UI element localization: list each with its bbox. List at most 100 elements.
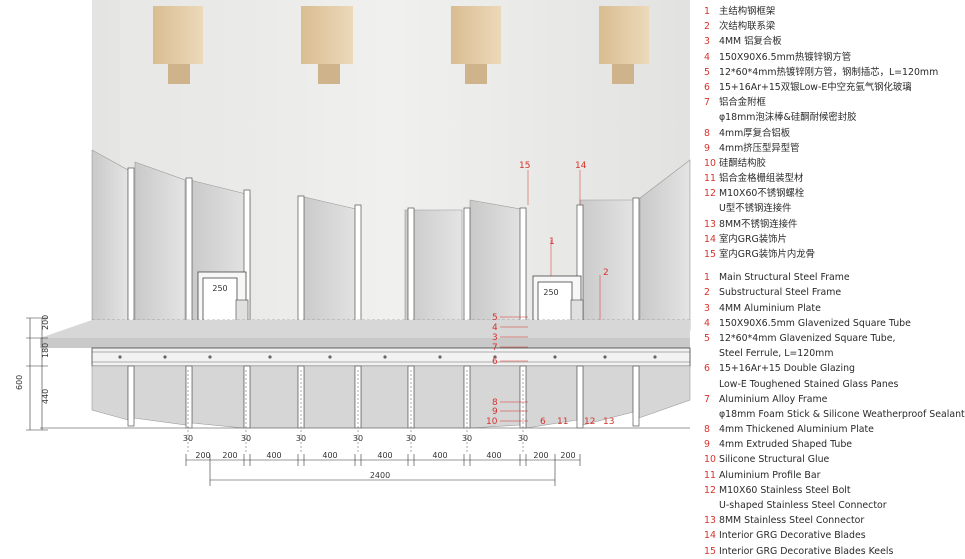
span-dim: 200 <box>222 451 237 460</box>
legend-number: 4 <box>704 51 710 63</box>
callout: 8 <box>492 398 498 408</box>
gap-dim: 30 <box>353 434 363 443</box>
legend-text: 15+16Ar+15 Double Glazing <box>719 363 855 375</box>
callout: 10 <box>486 417 498 427</box>
span-dim: 200 <box>533 451 548 460</box>
lower-mullions <box>127 365 640 429</box>
legend-text: Low-E Toughened Stained Glass Panes <box>719 378 899 390</box>
legend-item: 8 4mm厚复合铝板 <box>704 126 960 141</box>
legend-text: Steel Ferrule, L=120mm <box>719 348 834 360</box>
legend-number: 12 <box>704 484 716 496</box>
dim-180: 180 <box>41 343 50 358</box>
legend-text: Silicone Structural Glue <box>719 454 830 466</box>
legend-number: 10 <box>704 454 716 466</box>
gap-dim: 30 <box>406 434 416 443</box>
legend-text: Aluminium Alloy Frame <box>719 393 828 405</box>
legend-number: 13 <box>704 218 716 230</box>
legend-text: 8MM不锈钢连接件 <box>719 218 798 230</box>
slab-front <box>40 338 690 348</box>
ceiling-beam <box>599 6 649 84</box>
legend-number: 3 <box>704 302 710 314</box>
legend-item: φ18mm泡沫棒&硅酮耐候密封胶 <box>704 110 960 125</box>
callout-leaders <box>500 170 601 422</box>
callout: 14 <box>575 161 587 171</box>
gap-dim: 30 <box>462 434 472 443</box>
legend-number: 15 <box>704 545 716 557</box>
upper-glass-panels <box>91 149 691 331</box>
legend-text: Interior GRG Decorative Blades <box>719 530 866 542</box>
transom <box>91 347 691 367</box>
callout: 15 <box>519 161 530 171</box>
transom-bolts <box>118 355 657 359</box>
legend-number: 1 <box>704 272 710 284</box>
legend-text: Interior GRG Decorative Blades Keels <box>719 545 894 557</box>
legend-item: 5 12*60*4mm热镀锌刚方管，钢制插芯，L=120mm <box>704 65 960 80</box>
legend-text: 150X90X6.5mm热镀锌钢方管 <box>719 51 852 63</box>
legend-number: 12 <box>704 188 716 200</box>
span-dim: 400 <box>377 451 392 460</box>
legend-item: 1 主结构钢框架 <box>704 4 960 19</box>
span-dim: 400 <box>432 451 447 460</box>
legend-number: 1 <box>704 6 710 17</box>
legend-number: 7 <box>704 393 710 405</box>
legend-text: 4mm厚复合铝板 <box>719 127 791 139</box>
legend-text: 8MM Stainless Steel Connector <box>719 515 865 527</box>
legend-number: 2 <box>704 287 710 299</box>
legend-text: 室内GRG装饰片内龙骨 <box>719 249 816 260</box>
legend-number: 11 <box>704 173 716 185</box>
legend-number: 5 <box>704 66 710 78</box>
legend-item: Steel Ferrule, L=120mm <box>704 346 960 361</box>
legend-number: 7 <box>704 97 710 109</box>
legend-text: Substructural Steel Frame <box>719 287 842 299</box>
legend-item: 3 4MM Aluminium Plate <box>704 301 960 316</box>
ceiling-beam <box>451 6 501 84</box>
legend-item: 4 150X90X6.5mm热镀锌钢方管 <box>704 50 960 65</box>
dim-600: 600 <box>15 375 24 390</box>
box-label-right: 250 <box>543 288 558 297</box>
legend-text: 12*60*4mm Glavenized Square Tube, <box>719 332 896 344</box>
legend-number: 8 <box>704 424 710 436</box>
callout: 6 <box>492 357 498 367</box>
legend-text: 12*60*4mm热镀锌刚方管，钢制插芯，L=120mm <box>719 66 939 78</box>
legend-text: 4mm挤压型异型管 <box>719 142 800 154</box>
legend-text: 室内GRG装饰片 <box>719 233 787 245</box>
callout: 4 <box>492 323 498 333</box>
span-dim: 400 <box>486 451 501 460</box>
legend-text: 主结构钢框架 <box>719 6 776 17</box>
legend-number: 5 <box>704 332 710 344</box>
legend-item: 5 12*60*4mm Glavenized Square Tube, <box>704 331 960 346</box>
legend-number: 14 <box>704 530 716 542</box>
box-label-left: 250 <box>212 284 227 293</box>
callout: 1 <box>549 237 555 247</box>
callout: 2 <box>603 268 609 278</box>
legend-text: M10X60不锈钢螺栓 <box>719 188 805 200</box>
legend-text: φ18mm泡沫棒&硅酮耐候密封胶 <box>719 112 857 124</box>
legend-item: 2 Substructural Steel Frame <box>704 285 960 300</box>
callout: 9 <box>492 407 498 417</box>
legend-text: 4MM Aluminium Plate <box>719 302 821 314</box>
legend-number: 13 <box>704 515 716 527</box>
legend-text: 铝合金格栅组装型材 <box>719 173 804 185</box>
legend-number: 10 <box>704 157 716 169</box>
span-dim: 400 <box>322 451 337 460</box>
callout: 11 <box>557 417 568 427</box>
legend-number: 8 <box>704 127 710 139</box>
legend-text: 4mm Extruded Shaped Tube <box>719 439 853 451</box>
dim-200: 200 <box>41 315 50 330</box>
horizontal-dimension <box>185 454 581 486</box>
callout: 13 <box>603 417 614 427</box>
ceiling-beams <box>153 6 649 84</box>
